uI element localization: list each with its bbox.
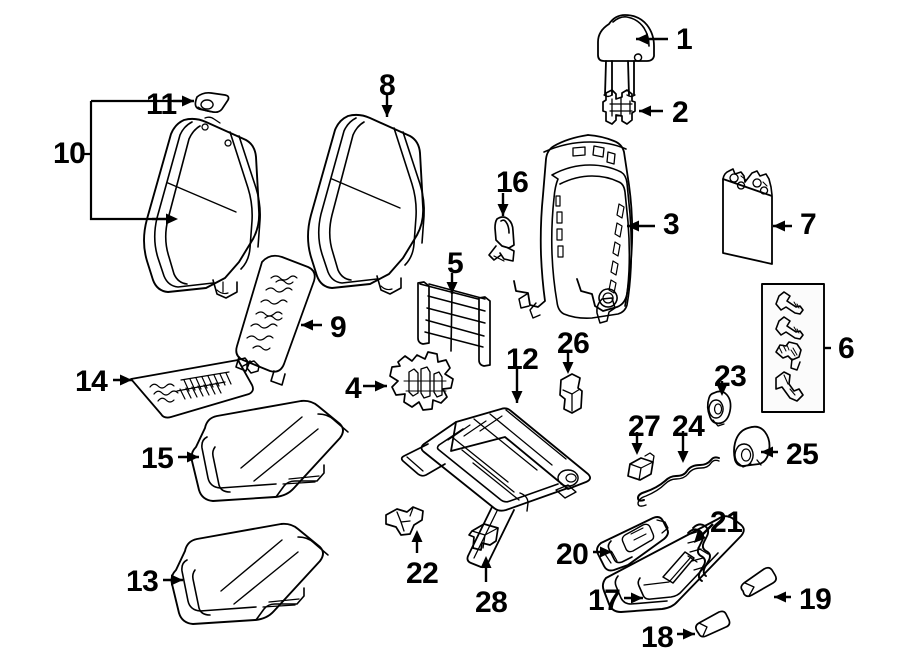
leader-25 [761, 446, 778, 458]
part-track-end-bracket [559, 373, 583, 414]
part-seat-side-trim-panel [601, 515, 745, 613]
part-seat-back-frame [513, 134, 634, 324]
leader-3 [627, 220, 655, 232]
leader-20 [593, 546, 612, 558]
part-head-restraint-guide [602, 89, 636, 125]
part-seat-cushion-cover-upper [190, 399, 349, 502]
leader-2 [639, 105, 663, 117]
leader-4 [363, 380, 387, 392]
part-seat-track-adjuster [400, 407, 591, 569]
leader-9 [301, 319, 322, 331]
part-seat-back-heater-element [235, 254, 316, 386]
leader-7 [773, 220, 792, 232]
callout-23[interactable]: 23 [714, 360, 747, 393]
callout-24[interactable]: 24 [672, 410, 705, 443]
part-seat-back-cover-upper [307, 113, 425, 295]
callout-7[interactable]: 7 [800, 208, 817, 241]
callout-26[interactable]: 26 [557, 327, 590, 360]
callout-27[interactable]: 27 [628, 410, 661, 443]
leader-1 [636, 33, 668, 45]
leader-27 [631, 432, 643, 455]
callout-9[interactable]: 9 [330, 311, 347, 344]
part-seat-back-cover-assembly [143, 91, 261, 299]
part-seat-back-panel [722, 168, 773, 265]
leader-18 [677, 628, 695, 640]
callout-16[interactable]: 16 [496, 166, 529, 199]
callout-6[interactable]: 6 [838, 332, 855, 365]
part-head-restraint [597, 14, 655, 98]
callout-13[interactable]: 13 [126, 565, 159, 598]
leader-5 [446, 273, 458, 294]
callout-14[interactable]: 14 [75, 365, 108, 398]
leader-21 [694, 523, 714, 543]
leader-13 [163, 574, 183, 586]
part-recliner-knob-bracket [385, 506, 424, 536]
part-seat-cushion-cover-lower [170, 522, 329, 625]
part-seat-back-pad-clip-set [389, 351, 454, 411]
part-hardware-kit-box [761, 283, 825, 413]
callout-1[interactable]: 1 [676, 23, 693, 56]
callout-22[interactable]: 22 [406, 557, 439, 590]
leader-16 [497, 193, 509, 216]
callout-8[interactable]: 8 [379, 69, 396, 102]
callout-18[interactable]: 18 [641, 621, 674, 654]
part-recliner-lever-bracket [488, 216, 515, 262]
callout-12[interactable]: 12 [506, 343, 539, 376]
leader-12 [511, 369, 523, 403]
part-seat-bushing [706, 390, 732, 427]
leader-10 [82, 99, 178, 225]
callout-15[interactable]: 15 [141, 442, 174, 475]
leader-14 [113, 374, 132, 386]
part-seat-adjust-rod [637, 456, 720, 507]
part-cable-retainer-clip [627, 452, 655, 481]
callout-3[interactable]: 3 [663, 208, 680, 241]
leader-22 [411, 530, 423, 553]
leader-8 [381, 93, 393, 117]
callout-2[interactable]: 2 [672, 96, 689, 129]
callout-5[interactable]: 5 [447, 247, 464, 280]
leader-24 [677, 431, 689, 463]
part-trim-panel-plug [740, 566, 777, 598]
callout-11[interactable]: 11 [146, 88, 177, 121]
leader-28 [480, 556, 492, 582]
callout-19[interactable]: 19 [799, 583, 832, 616]
callout-4[interactable]: 4 [345, 372, 362, 405]
callout-20[interactable]: 20 [556, 538, 589, 571]
callout-25[interactable]: 25 [786, 438, 819, 471]
leader-11 [173, 95, 194, 107]
callout-10[interactable]: 10 [53, 137, 86, 170]
callout-21[interactable]: 21 [710, 506, 743, 539]
leader-19 [774, 591, 791, 603]
leader-23 [716, 381, 728, 396]
part-track-cover-cap [468, 523, 499, 551]
part-trim-panel-cap [695, 610, 731, 638]
part-seat-cushion-heater-element [130, 357, 260, 419]
callout-17[interactable]: 17 [588, 584, 621, 617]
leader-17 [624, 592, 643, 604]
leader-15 [178, 451, 199, 463]
part-seat-back-spring-mat [417, 281, 491, 367]
leader-26 [562, 350, 574, 374]
callout-28[interactable]: 28 [475, 586, 508, 619]
